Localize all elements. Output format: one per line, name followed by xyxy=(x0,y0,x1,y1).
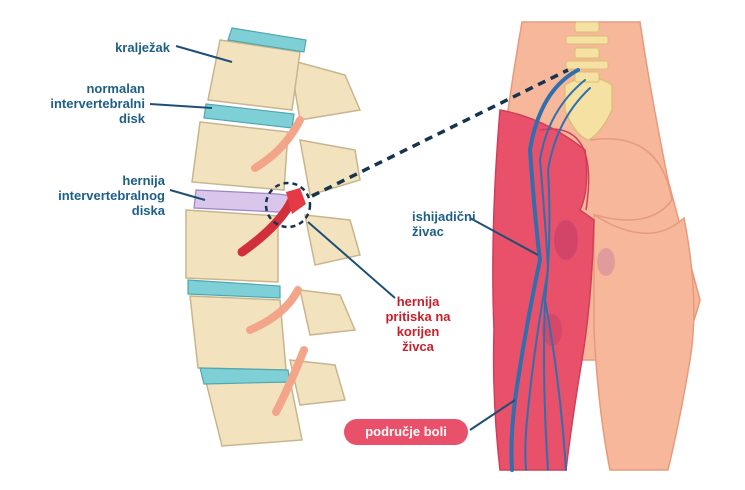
vertebra-4 xyxy=(189,295,287,371)
vertebra-2 xyxy=(191,121,289,191)
label-normal-disc-line3: disk xyxy=(118,111,145,126)
lower-body xyxy=(492,21,701,472)
label-herniated-disc-line2: intervertebralnog xyxy=(58,188,165,203)
spine-side-view xyxy=(185,27,362,447)
vertebra-3 xyxy=(185,209,279,283)
intervertebral-discs xyxy=(187,27,307,385)
sciatic-nerve-path xyxy=(509,68,591,472)
zoom-connector xyxy=(311,68,569,198)
label-hernia-pressure-line1: hernija xyxy=(396,294,440,309)
label-herniated-disc-line1: hernija xyxy=(122,173,165,188)
label-herniated-disc: hernija intervertebralnog diska xyxy=(58,173,165,218)
vertebral-bodies xyxy=(185,39,303,447)
spinous-processes xyxy=(289,58,362,406)
disc-5 xyxy=(199,367,291,385)
label-hernia-pressure-line2: pritiska na xyxy=(385,309,451,324)
right-leg xyxy=(593,213,695,471)
label-sciatic-nerve: ishijadični živac xyxy=(412,209,476,239)
label-hernia-pressure-line4: živca xyxy=(402,339,434,354)
label-sciatic-nerve-line2: živac xyxy=(412,224,444,239)
label-pain-area: područje boli xyxy=(344,419,468,445)
leader-lines xyxy=(149,45,569,431)
label-normal-disc: normalan intervertebralni disk xyxy=(50,81,145,126)
label-normal-disc-line1: normalan xyxy=(86,81,145,96)
hernia-highlight-circle xyxy=(264,181,312,229)
label-hernia-pressure-line3: korijen xyxy=(396,324,440,339)
vertebra-1 xyxy=(207,39,301,111)
label-hernia-pressure: hernija pritiska na korijen živca xyxy=(368,294,468,354)
label-sciatic-nerve-line1: ishijadični xyxy=(412,209,476,224)
lumbar-spine-back xyxy=(565,21,609,83)
label-normal-disc-line2: intervertebralni xyxy=(50,96,145,111)
label-herniated-disc-line3: diska xyxy=(131,203,165,218)
disc-4 xyxy=(187,279,281,299)
disc-1 xyxy=(227,27,307,53)
label-vertebra: kralježak xyxy=(115,40,170,55)
